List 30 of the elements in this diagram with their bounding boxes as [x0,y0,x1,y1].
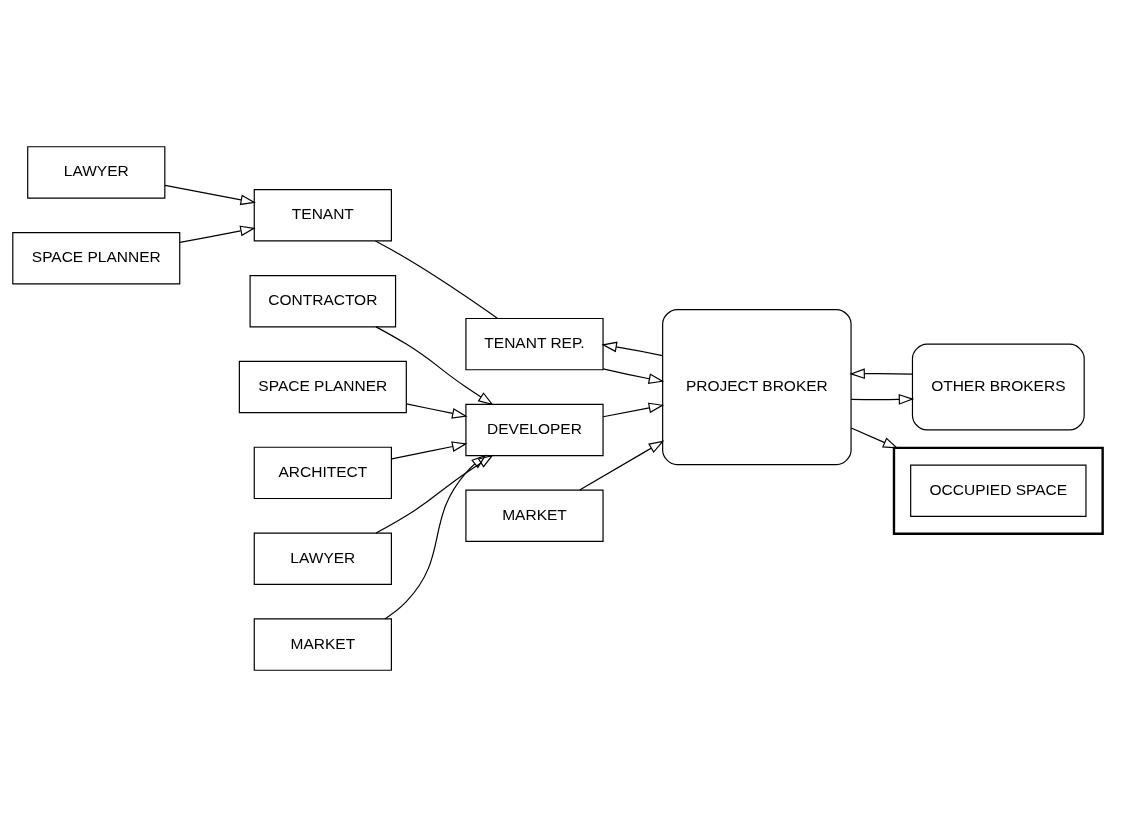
arrow [602,367,665,384]
node-box: DEVELOPER [465,403,604,456]
node-box: PROJECT BROKER [662,308,852,465]
arrow [375,325,494,405]
node-box: MARKET [465,489,604,542]
node-box: TENANT REP. [465,317,604,370]
arrow [850,393,915,405]
arrow [164,184,256,205]
arrow [850,426,899,449]
node-box: LAWYER [253,532,392,585]
connector [374,239,498,319]
node-box: OTHER BROKERS [911,343,1085,431]
node-box: ARCHITECT [253,446,392,499]
arrow [849,367,914,379]
node-box: SPACE PLANNER [12,231,181,284]
node-box: SPACE PLANNER [238,360,407,413]
arrow [601,341,663,356]
arrow [602,402,665,417]
node-box: OCCUPIED SPACE [910,464,1087,517]
arrow [179,225,256,243]
arrow [384,454,487,619]
arrow [375,454,494,534]
arrow [579,440,665,491]
node-box: CONTRACTOR [249,274,397,327]
arrow [391,440,468,460]
node-box: TENANT [253,188,392,242]
node-box: MARKET [253,617,392,671]
node-box: LAWYER [27,145,166,199]
cluster [892,446,1104,535]
arrow [405,402,468,419]
